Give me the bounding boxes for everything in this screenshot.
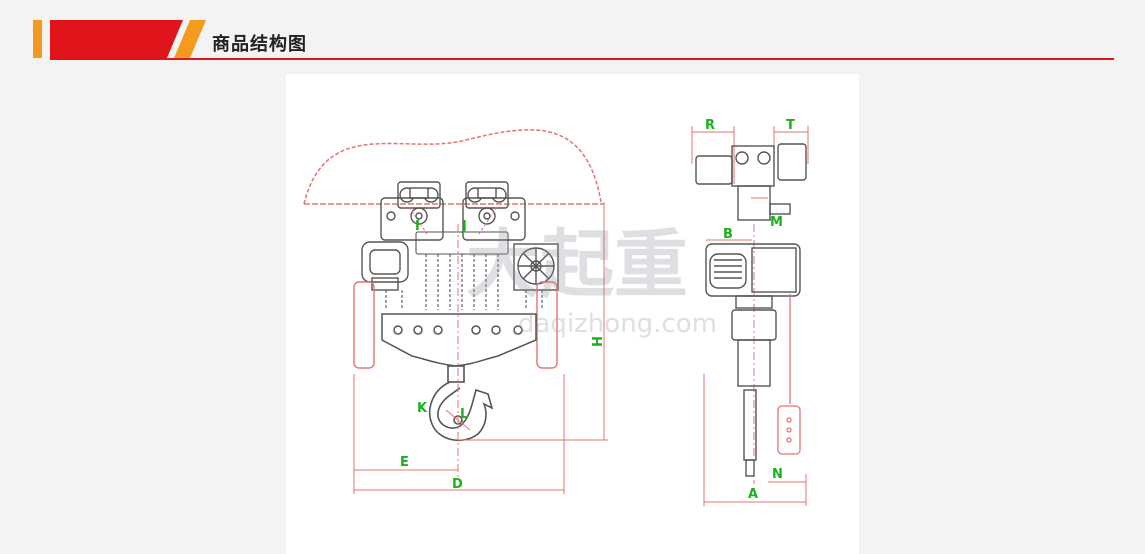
label-t: T bbox=[786, 118, 795, 133]
beam-outline bbox=[303, 129, 602, 205]
label-j: J bbox=[461, 219, 467, 234]
red-banner-shape bbox=[50, 20, 206, 58]
page-title: 商品结构图 bbox=[212, 34, 307, 55]
section-header: 商品结构图 bbox=[0, 0, 1145, 62]
load-chains bbox=[385, 231, 543, 310]
watermark-url: daqizhong.com bbox=[518, 309, 717, 339]
side-dimension-lines bbox=[691, 126, 809, 506]
chain-containers bbox=[353, 281, 558, 369]
hoist-structure-diagram: R T I J B M H K L E D N A 大起重 daqizhong.… bbox=[303, 118, 809, 506]
upper-frame bbox=[380, 197, 526, 241]
label-h: H bbox=[588, 336, 603, 347]
label-a: A bbox=[748, 487, 758, 502]
dimension-lines bbox=[353, 202, 608, 494]
label-e: E bbox=[400, 455, 409, 470]
side-block bbox=[731, 295, 777, 477]
right-gearbox bbox=[513, 243, 559, 291]
label-k: K bbox=[417, 401, 428, 416]
bottom-block bbox=[381, 313, 537, 367]
lifting-hook bbox=[428, 365, 494, 442]
header-divider bbox=[50, 58, 1114, 60]
orange-accent-bar bbox=[33, 20, 42, 58]
side-trolley bbox=[695, 143, 807, 221]
label-r: R bbox=[705, 118, 715, 133]
pendant-control bbox=[777, 294, 801, 455]
side-motor bbox=[705, 243, 801, 297]
label-n: N bbox=[772, 467, 783, 482]
label-d: D bbox=[452, 477, 463, 492]
watermark: 大起重 daqizhong.com bbox=[466, 222, 717, 339]
structure-diagram-panel: R T I J B M H K L E D N A 大起重 daqizhong.… bbox=[286, 74, 859, 554]
left-trolley bbox=[397, 181, 441, 225]
watermark-brand: 大起重 bbox=[466, 222, 688, 308]
left-motor bbox=[361, 241, 409, 291]
right-trolley bbox=[465, 181, 509, 225]
label-l: L bbox=[460, 407, 468, 422]
label-m: M bbox=[770, 215, 783, 230]
front-view bbox=[303, 129, 608, 494]
dimension-labels: R T I J B M H K L E D N A bbox=[400, 118, 795, 502]
label-i: I bbox=[415, 219, 420, 234]
label-b: B bbox=[723, 227, 733, 242]
side-view bbox=[691, 126, 809, 506]
